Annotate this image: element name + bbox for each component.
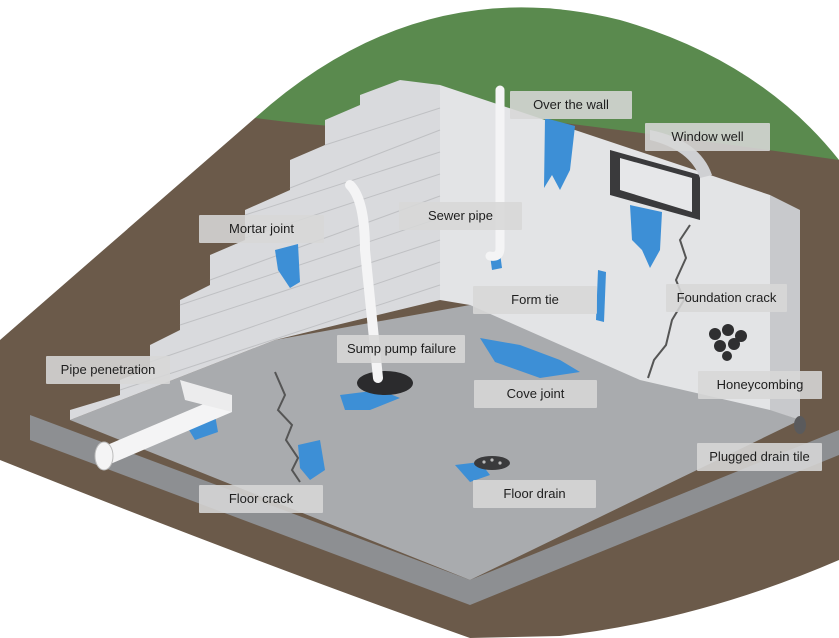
water-stains xyxy=(183,118,662,482)
sump-pump-pipe xyxy=(345,180,383,383)
floor-drain-mark xyxy=(474,456,510,470)
label-pipe-penetration: Pipe penetration xyxy=(46,356,170,384)
label-sewer-pipe: Sewer pipe xyxy=(399,202,522,230)
label-cove-joint: Cove joint xyxy=(474,380,597,408)
label-floor-crack: Floor crack xyxy=(199,485,323,513)
block-wall xyxy=(70,80,440,420)
label-plugged-drain-tile: Plugged drain tile xyxy=(697,443,822,471)
label-form-tie: Form tie xyxy=(473,286,597,314)
label-window-well: Window well xyxy=(645,123,770,151)
label-sump-pump-failure: Sump pump failure xyxy=(337,335,465,363)
label-over-the-wall: Over the wall xyxy=(510,91,632,119)
label-mortar-joint: Mortar joint xyxy=(199,215,324,243)
floor-slab-edge xyxy=(30,415,839,605)
label-floor-drain: Floor drain xyxy=(473,480,596,508)
drain-tile-opening xyxy=(794,416,806,434)
honeycombing-mark xyxy=(709,324,747,361)
label-foundation-crack: Foundation crack xyxy=(666,284,787,312)
pipe-penetration-shape xyxy=(94,380,232,471)
sump-pit xyxy=(357,371,413,395)
floor-crack-line xyxy=(274,371,301,483)
back-wall xyxy=(440,85,770,410)
basement-floor xyxy=(70,305,800,580)
label-honeycombing: Honeycombing xyxy=(698,371,822,399)
sewer-pipe-shape xyxy=(485,85,505,261)
